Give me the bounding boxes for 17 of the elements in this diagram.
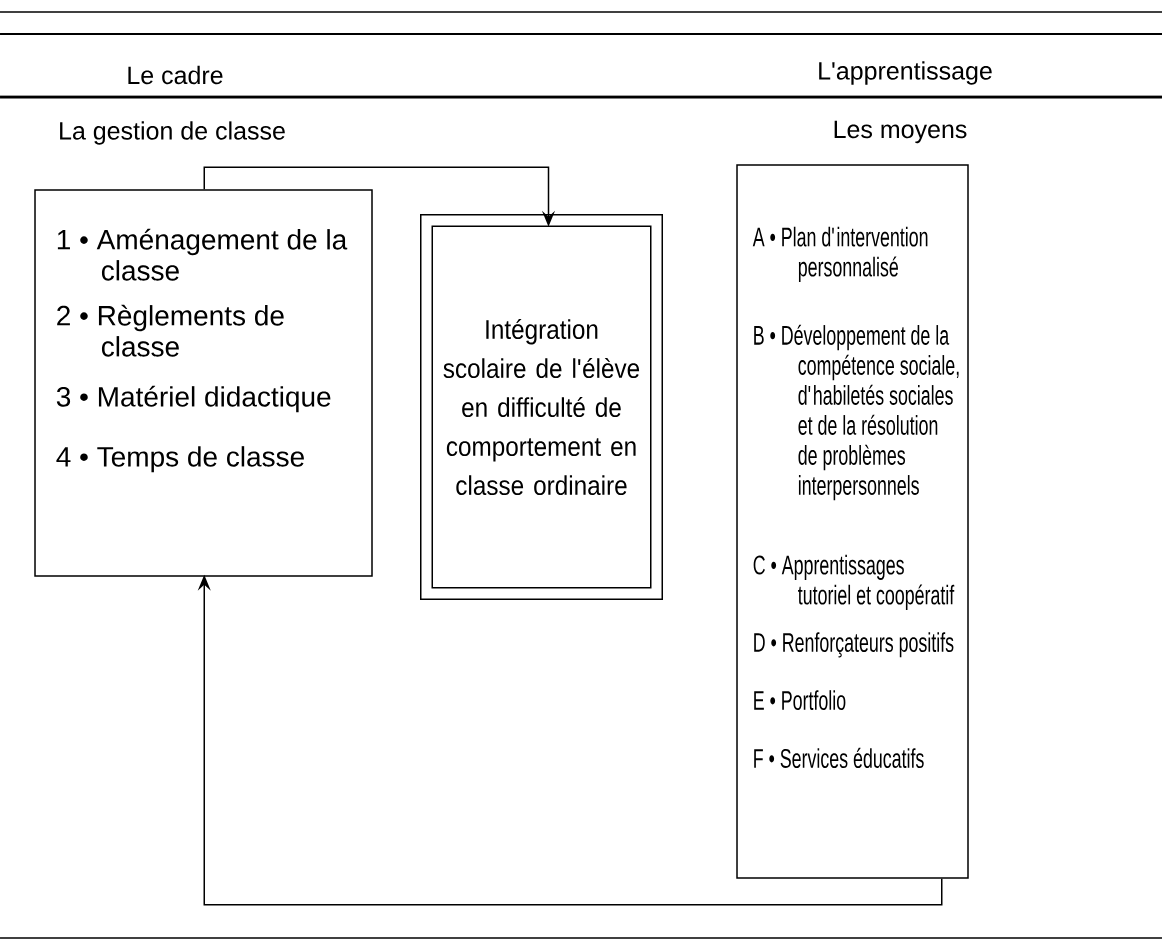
list-item: 4 • Temps de classe [56, 446, 304, 473]
list-box [736, 164, 969, 879]
double-box: Intégration scolaire de l'élève en difficulté de comportement en classe ordinaire [420, 214, 663, 600]
list-item: 3 • Matériel didactique [56, 385, 331, 413]
list-item: B • Développement de la compétence sociale, d'habiletés sociales et de la résolution de problèmes interpersonnels [754, 324, 959, 501]
list-item: 1 • Aménagement de la classe [57, 228, 348, 281]
list-item: C • Apprentissages tutoriel et coopératif [753, 554, 955, 610]
column-heading: Les moyens [834, 120, 967, 144]
list-item: D • Renforçateurs positifs [754, 632, 954, 658]
list-item: E • Portfolio [754, 690, 846, 710]
list-item: F • Services éducatifs [754, 747, 924, 768]
heading: Le cadre [128, 65, 223, 85]
list-item: A • Plan d'intervention personnalisé [752, 226, 928, 282]
column-heading: La gestion de classe [60, 121, 285, 145]
list-box [34, 189, 373, 577]
heading: L'apprentissage [819, 61, 992, 85]
list-item: 2 • Règlements de classe [57, 304, 284, 357]
